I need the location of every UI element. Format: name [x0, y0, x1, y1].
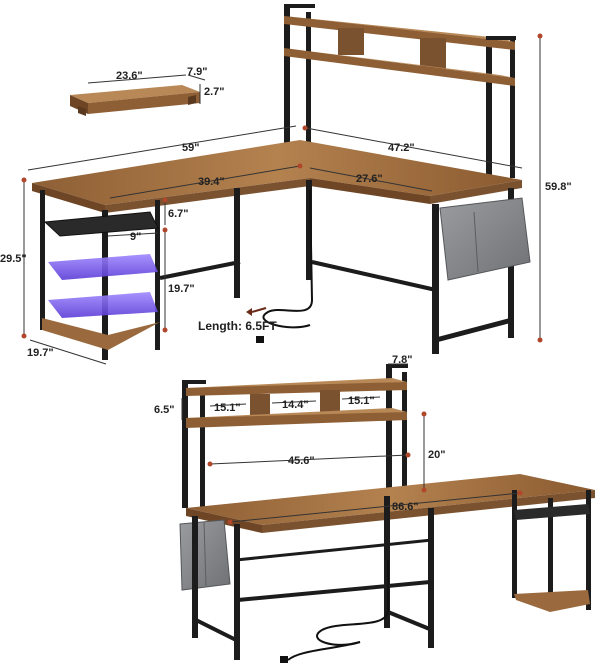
long-desk-storage-bag	[179, 519, 231, 591]
top-dimension-lines	[21, 33, 543, 365]
hutch-width-label: 45.6"	[288, 455, 315, 467]
desk-short-side-label: 47.2"	[388, 142, 415, 154]
top-dimension-labels: 59" 47.2" 39.4" 27.6" 6.7" 9" 19.7" 29.5…	[0, 142, 572, 359]
cubby-left-label: 15.1"	[214, 402, 241, 414]
hutch-depth-label: 7.8"	[392, 354, 413, 366]
long-desk-power-cable	[280, 560, 389, 663]
hutch-clearance-label: 20"	[428, 449, 445, 461]
desk-hutch	[284, 4, 516, 184]
monitor-stand	[70, 85, 200, 116]
monitor-stand-height-label: 2.7"	[204, 86, 225, 98]
inner-long-label: 39.4"	[198, 176, 225, 188]
shelf-height-label: 19.7"	[168, 283, 195, 295]
monitor-stand-dimensions: 23.6" 7.9" 2.7"	[87, 66, 225, 104]
bottom-dimension-lines	[181, 363, 523, 525]
power-cable	[246, 189, 314, 343]
l-shaped-desk: 23.6" 7.9" 2.7"	[0, 4, 572, 365]
led-shelf	[48, 254, 158, 280]
inner-short-label: 27.6"	[356, 173, 383, 185]
total-height-label: 59.8"	[545, 181, 572, 193]
cable-length-label: Length: 6.5FT	[198, 319, 277, 333]
hutch-cubby-height-label: 6.5"	[154, 404, 175, 416]
desk-depth-label: 19.7"	[27, 347, 54, 359]
shelf-gap-label: 6.7"	[168, 208, 189, 220]
desk-top	[32, 140, 522, 213]
long-desk-hutch	[182, 364, 408, 508]
shelf-width-label: 9"	[130, 231, 141, 243]
cubby-right-label: 15.1"	[348, 395, 375, 407]
desk-height-label: 29.5"	[0, 253, 27, 265]
monitor-stand-width-label: 23.6"	[116, 70, 143, 82]
cubby-middle-label: 14.4"	[282, 399, 309, 411]
long-desk: 7.8" 6.5" 15.1" 14.4" 15.1" 45.6" 20" 86…	[154, 354, 595, 663]
shelf-tower	[40, 190, 160, 360]
storage-bag	[439, 197, 531, 281]
desk-length-label: 86.6"	[392, 501, 419, 513]
monitor-stand-depth-label: 7.9"	[187, 66, 208, 78]
desk-long-side-label: 59"	[182, 142, 199, 154]
bottom-dimension-labels: 7.8" 6.5" 15.1" 14.4" 15.1" 45.6" 20" 86…	[154, 354, 445, 513]
